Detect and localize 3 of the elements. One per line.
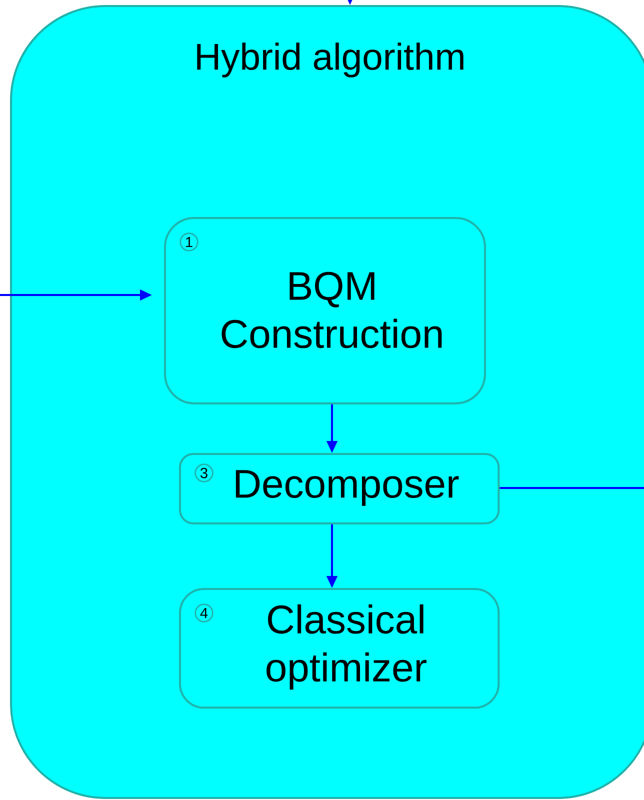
step-number: 1: [180, 232, 198, 252]
step-number: 3: [194, 464, 214, 482]
step-number: 4: [194, 604, 214, 622]
